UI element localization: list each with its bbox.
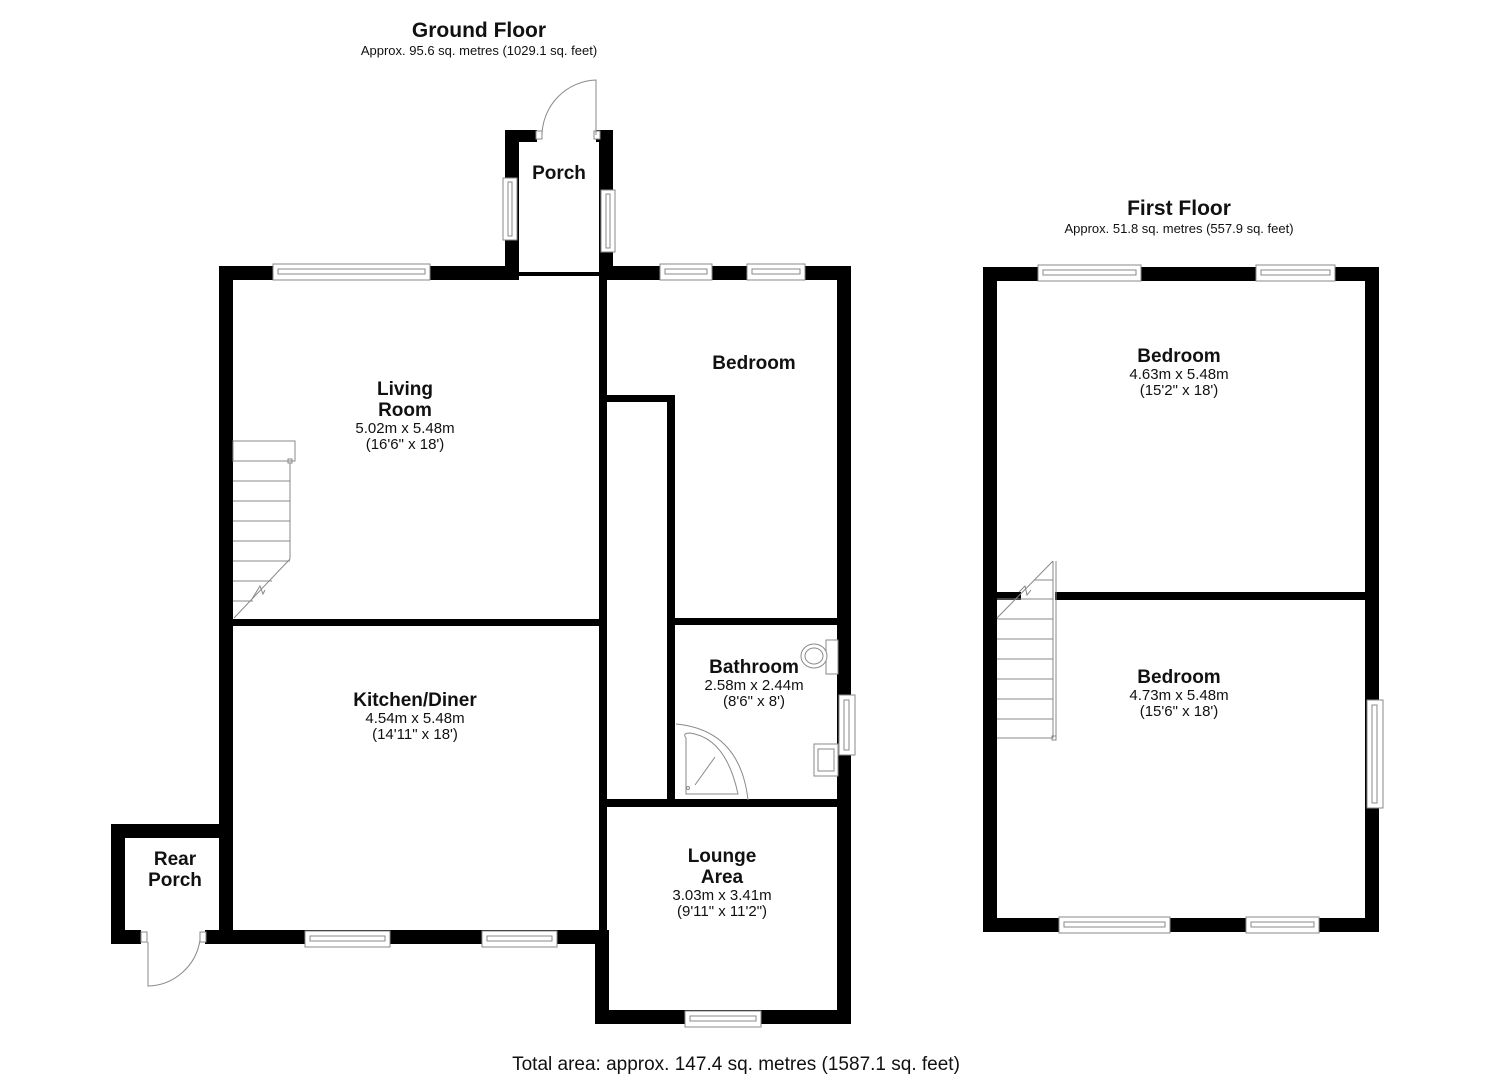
staircase-icon <box>232 440 296 619</box>
room-label-porch: Porch <box>532 163 586 184</box>
room-name: Area <box>700 867 744 888</box>
total-area: Total area: approx. 147.4 sq. metres (15… <box>512 1054 960 1075</box>
room-name: Bathroom <box>709 657 799 678</box>
window-icon <box>1366 699 1384 809</box>
room-dimensions-imperial: (15'6" x 18') <box>1139 703 1219 720</box>
window-icon <box>1245 916 1320 934</box>
room-dimensions-metric: 4.63m x 5.48m <box>1129 366 1229 383</box>
room-label-bedroom-first-1: Bedroom 4.63m x 5.48m (15'2" x 18') <box>1129 346 1228 399</box>
room-name: Living <box>377 379 433 400</box>
ground-floor-header: Ground Floor Approx. 95.6 sq. metres (10… <box>361 20 597 57</box>
room-dimensions-imperial: (8'6" x 8') <box>723 693 785 710</box>
sink-icon <box>813 743 839 777</box>
window-icon <box>272 263 431 281</box>
first-floor-area: Approx. 51.8 sq. metres (557.9 sq. feet) <box>1064 221 1294 236</box>
room-label-bathroom: Bathroom 2.58m x 2.44m (8'6" x 8') <box>704 657 803 710</box>
room-label-kitchen-diner: Kitchen/Diner 4.54m x 5.48m (14'11" x 18… <box>353 690 477 743</box>
room-name: Porch <box>148 870 202 891</box>
ground-floor-title: Ground Floor <box>411 19 547 42</box>
room-name: Bedroom <box>1137 346 1221 367</box>
window-icon <box>659 263 713 281</box>
room-label-bedroom-ground: Bedroom <box>712 353 795 374</box>
door-swing-icon <box>140 931 207 987</box>
room-dimensions-metric: 4.54m x 5.48m <box>365 710 465 727</box>
room-name: Porch <box>532 163 586 184</box>
room-dimensions-metric: 4.73m x 5.48m <box>1129 687 1229 704</box>
window-icon <box>600 189 616 253</box>
room-label-lounge-area: Lounge Area 3.03m x 3.41m (9'11" x 11'2"… <box>672 846 771 920</box>
room-name: Rear <box>153 849 197 870</box>
window-icon <box>304 930 391 948</box>
room-dimensions-imperial: (15'2" x 18') <box>1139 382 1219 399</box>
room-dimensions-metric: 3.03m x 3.41m <box>672 887 772 904</box>
window-icon <box>746 263 806 281</box>
first-floor-title: First Floor <box>1127 197 1231 220</box>
room-label-rear-porch: Rear Porch <box>148 849 202 891</box>
room-dimensions-imperial: (16'6" x 18') <box>365 436 445 453</box>
room-name: Bedroom <box>712 353 796 374</box>
room-label-bedroom-first-2: Bedroom 4.73m x 5.48m (15'6" x 18') <box>1129 667 1228 720</box>
ground-floor-plan <box>111 79 856 1028</box>
window-icon <box>481 930 558 948</box>
toilet-icon <box>800 639 839 675</box>
first-floor-header: First Floor Approx. 51.8 sq. metres (557… <box>1064 198 1293 235</box>
room-name: Room <box>378 400 432 421</box>
window-icon <box>1255 264 1336 282</box>
ground-floor-area: Approx. 95.6 sq. metres (1029.1 sq. feet… <box>360 43 598 58</box>
room-dimensions-metric: 2.58m x 2.44m <box>704 677 804 694</box>
door-swing-icon <box>535 79 601 140</box>
first-floor-plan <box>983 264 1384 934</box>
room-name: Bedroom <box>1137 667 1221 688</box>
window-icon <box>1058 916 1171 934</box>
staircase-icon <box>996 560 1057 741</box>
room-dimensions-imperial: (14'11" x 18') <box>372 726 458 743</box>
window-icon <box>1037 264 1142 282</box>
window-icon <box>502 177 518 241</box>
room-label-living-room: Living Room 5.02m x 5.48m (16'6" x 18') <box>355 379 454 453</box>
room-dimensions-imperial: (9'11" x 11'2") <box>676 903 768 920</box>
window-icon <box>838 694 856 756</box>
window-icon <box>684 1010 762 1028</box>
shower-icon <box>675 723 749 801</box>
room-dimensions-metric: 5.02m x 5.48m <box>355 420 455 437</box>
room-name: Lounge <box>687 846 757 867</box>
room-name: Kitchen/Diner <box>353 690 477 711</box>
